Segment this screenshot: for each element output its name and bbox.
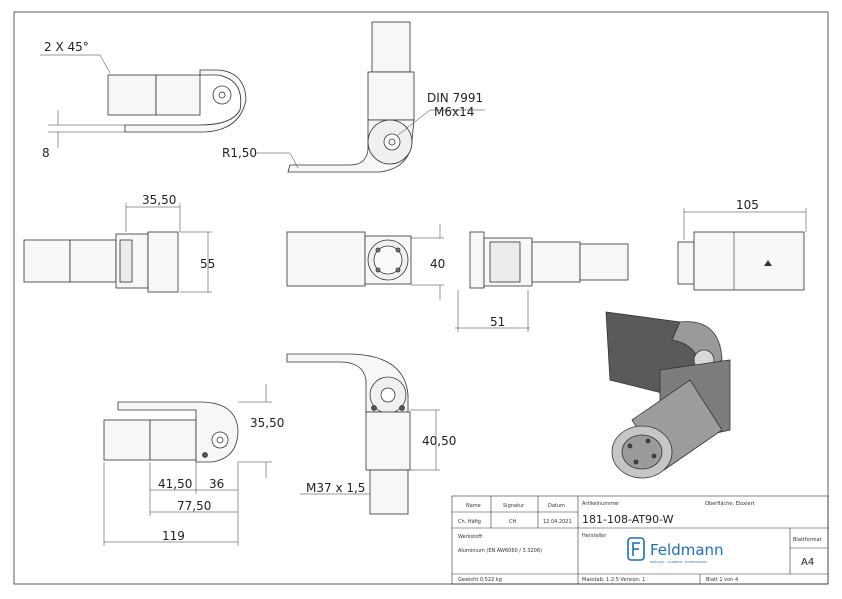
view-middle-right <box>455 231 629 332</box>
title-block <box>451 495 829 585</box>
view-middle-left <box>23 203 212 293</box>
shaft <box>103 419 151 461</box>
brand-mark-icon <box>764 260 772 266</box>
tb-header-datum: Datum <box>548 503 565 509</box>
collar <box>365 411 411 471</box>
view-right-plate <box>677 208 807 291</box>
tb-header-signatur: Signatur <box>503 503 525 509</box>
shaft <box>23 239 71 283</box>
dim-din-1: DIN 7991 <box>427 91 483 105</box>
tb-massstab: Masstab: 1:2.5 Version: 1 <box>582 577 645 583</box>
tb-blattformat: A4 <box>801 557 814 568</box>
tb-werkstoff-label: Werkstoff: <box>458 534 484 540</box>
bracket <box>117 401 239 463</box>
dim-thread: M37 x 1,5 <box>306 481 365 495</box>
dim-35-50-bottom: 35,50 <box>250 416 284 430</box>
tb-artikelnummer: 181-108-AT90-W <box>582 513 674 526</box>
view-middle-center <box>286 224 444 300</box>
tb-name: Ch. Häfig <box>458 519 481 525</box>
tube-stub <box>677 241 695 285</box>
shaft-outline <box>107 74 157 116</box>
plate-face <box>693 231 805 291</box>
dim-35-50-top: 35,50 <box>142 193 176 207</box>
plate <box>469 231 485 289</box>
brand-subline: EDELSTAHL · ALUMINIUM · SCHWEISSGERÄT <box>650 559 707 564</box>
collar <box>69 239 117 283</box>
tb-hersteller-label: Hersteller <box>582 533 607 539</box>
feldmann-logo-icon <box>627 537 645 561</box>
tb-blattformat-label: Blattformat <box>793 537 822 543</box>
dim-41-50: 41,50 <box>158 477 192 491</box>
dim-din-2: M6x14 <box>434 105 474 119</box>
view-side-top-left <box>40 54 247 148</box>
dim-thickness: 8 <box>42 146 50 160</box>
dim-chamfer: 2 X 45° <box>44 40 89 54</box>
thread-shaft <box>369 469 409 515</box>
dim-40-50: 40,50 <box>422 434 456 448</box>
view-bottom-left <box>103 384 272 546</box>
tb-blatt: Blatt 1 von 4 <box>706 577 738 583</box>
plate <box>147 231 179 293</box>
tube-body <box>367 71 415 121</box>
feldmann-logo: Feldmann EDELSTAHL · ALUMINIUM · SCHWEIS… <box>627 537 724 564</box>
dim-radius: R1,50 <box>222 146 257 160</box>
body <box>286 231 366 287</box>
view-elbow-top <box>255 21 485 173</box>
dim-55: 55 <box>200 257 215 271</box>
shaft <box>579 243 629 281</box>
tb-datum: 12.04.2021 <box>543 519 572 525</box>
dim-119: 119 <box>162 529 185 543</box>
view-bottom-center <box>286 353 440 515</box>
tb-artikelnummer-label: Artikelnummer <box>582 501 620 507</box>
tb-header-name: Name <box>466 503 481 509</box>
tb-oberflaeche: Oberfläche: Eloxiert <box>705 501 755 507</box>
tb-gewicht: Gewicht 0,522 kg <box>458 577 502 583</box>
isometric-view <box>605 311 731 479</box>
dim-77-50: 77,50 <box>177 499 211 513</box>
dim-36: 36 <box>209 477 224 491</box>
dim-51: 51 <box>490 315 505 329</box>
dim-105: 105 <box>736 198 759 212</box>
collar <box>531 241 581 283</box>
sheet-border <box>13 11 829 585</box>
collar-outline <box>155 74 201 116</box>
tb-werkstoff: Aluminium (EN AW6060 / 3.3206) <box>458 548 542 554</box>
collar <box>149 419 197 461</box>
brand-name: Feldmann <box>650 541 724 559</box>
dim-40: 40 <box>430 257 445 271</box>
tb-signatur: CH <box>509 519 516 525</box>
pivot-hole <box>218 91 226 99</box>
tube-upper <box>371 21 411 73</box>
